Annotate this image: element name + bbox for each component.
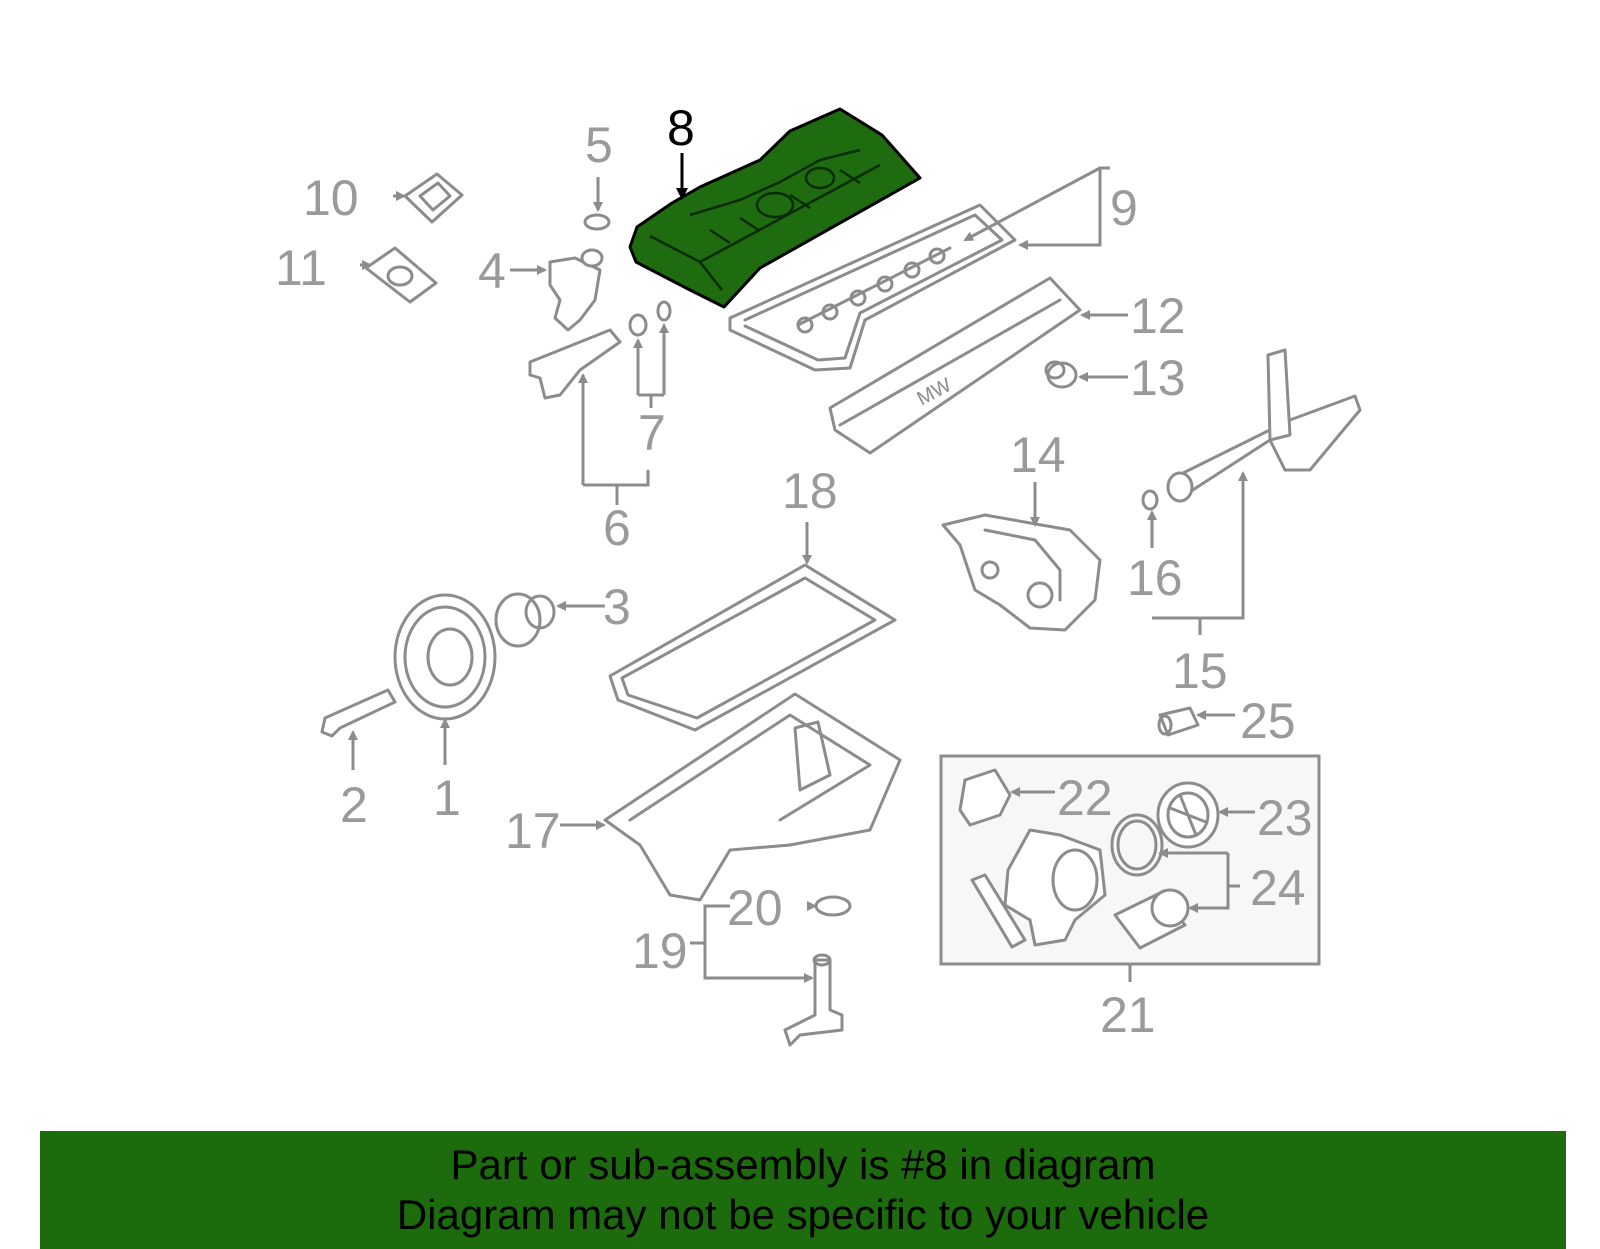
- callout-20[interactable]: 20: [727, 880, 783, 936]
- callout-16[interactable]: 16: [1127, 550, 1183, 606]
- part-9-valve-cover-gasket[interactable]: [728, 203, 1017, 372]
- callout-22[interactable]: 22: [1057, 770, 1113, 826]
- callout-9[interactable]: 9: [1110, 180, 1138, 236]
- callout-12[interactable]: 12: [1130, 288, 1186, 344]
- callout-1[interactable]: 1: [433, 770, 461, 826]
- info-banner: Part or sub-assembly is #8 in diagram Di…: [40, 1131, 1566, 1249]
- part-7-seal-b[interactable]: [656, 300, 672, 322]
- part-5-o-ring[interactable]: [583, 213, 611, 231]
- part-23-filter-cap[interactable]: [1156, 781, 1220, 849]
- part-18-oil-pan-gasket[interactable]: [608, 563, 897, 732]
- callout-13[interactable]: 13: [1130, 350, 1186, 406]
- leader-lines: [348, 153, 1255, 983]
- part-25-oil-sensor[interactable]: [1157, 706, 1200, 737]
- callout-6[interactable]: 6: [603, 500, 631, 556]
- callout-14[interactable]: 14: [1010, 427, 1066, 483]
- part-3-hub[interactable]: [494, 592, 556, 648]
- part-11-gasket[interactable]: [364, 246, 438, 304]
- callout-18[interactable]: 18: [782, 463, 838, 519]
- callout-10[interactable]: 10: [303, 170, 359, 226]
- part-21-oil-filter-housing-kit[interactable]: [939, 754, 1321, 966]
- callout-labels: 1 2 3 4 5 6 7 8 9 10 11 12 13 14 15 16 1…: [275, 100, 1313, 1043]
- part-24-filter-element[interactable]: [1113, 888, 1190, 950]
- part-10-seal[interactable]: [403, 172, 464, 224]
- part-15-oil-pickup[interactable]: [1166, 348, 1362, 503]
- part-14-oil-pump[interactable]: [941, 513, 1102, 632]
- part-17-oil-pan[interactable]: [603, 692, 902, 902]
- callout-15[interactable]: 15: [1172, 643, 1228, 699]
- part-1-pulley[interactable]: [393, 593, 497, 721]
- part-22-gasket[interactable]: [958, 768, 1012, 827]
- part-12-engine-cover[interactable]: MW: [828, 276, 1082, 455]
- callout-3[interactable]: 3: [603, 579, 631, 635]
- callout-7[interactable]: 7: [638, 405, 666, 461]
- part-24-seals[interactable]: [1110, 813, 1164, 877]
- callout-11[interactable]: 11: [275, 240, 327, 296]
- part-2-bolt[interactable]: [320, 688, 397, 738]
- banner-line-disclaimer: Diagram may not be specific to your vehi…: [396, 1191, 1210, 1238]
- callout-8[interactable]: 8: [667, 100, 695, 156]
- part-8-valve-cover[interactable]: [628, 107, 922, 309]
- callout-2[interactable]: 2: [340, 777, 368, 833]
- oil-filter-housing: [970, 828, 1107, 949]
- callout-21[interactable]: 21: [1100, 987, 1156, 1043]
- part-13-cap[interactable]: [1044, 360, 1078, 389]
- part-4-sensor[interactable]: [548, 248, 604, 332]
- callout-5[interactable]: 5: [585, 117, 613, 173]
- callout-17[interactable]: 17: [505, 803, 561, 859]
- gasket-rings: [796, 246, 952, 334]
- callout-4[interactable]: 4: [478, 243, 506, 299]
- banner-line-part: Part or sub-assembly is #8 in diagram: [450, 1141, 1156, 1188]
- callout-23[interactable]: 23: [1257, 790, 1313, 846]
- part-16-o-ring[interactable]: [1141, 489, 1159, 511]
- callout-24[interactable]: 24: [1250, 860, 1306, 916]
- part-20-o-ring[interactable]: [814, 895, 852, 917]
- part-7-seal-a[interactable]: [628, 313, 648, 337]
- callout-19[interactable]: 19: [632, 923, 688, 979]
- part-6-sensor[interactable]: [528, 328, 622, 400]
- part-19-dipstick-tube[interactable]: [783, 953, 844, 1047]
- callout-25[interactable]: 25: [1240, 693, 1296, 749]
